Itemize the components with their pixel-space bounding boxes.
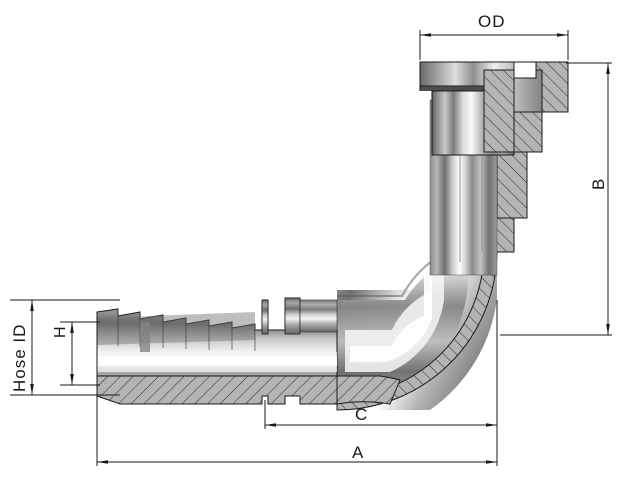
- dimension-od: [419, 30, 569, 60]
- dimension-label-b: B: [589, 177, 608, 190]
- dimension-label-h: H: [52, 325, 69, 338]
- hose-barb: [96, 297, 338, 397]
- dimension-b: [500, 62, 612, 336]
- dimension-label-a: A: [352, 443, 365, 462]
- flange-head: [419, 61, 569, 156]
- barb-section-wall: [96, 375, 401, 405]
- dimension-h: [60, 321, 100, 386]
- dimension-label-hose-id: Hose ID: [10, 323, 29, 392]
- collar: [261, 297, 338, 335]
- dimension-label-od: OD: [478, 12, 506, 31]
- dimension-a: [96, 396, 498, 466]
- dimension-label-c: C: [355, 405, 369, 424]
- dimension-hose-id: [10, 299, 120, 396]
- dimension-c: [264, 300, 498, 429]
